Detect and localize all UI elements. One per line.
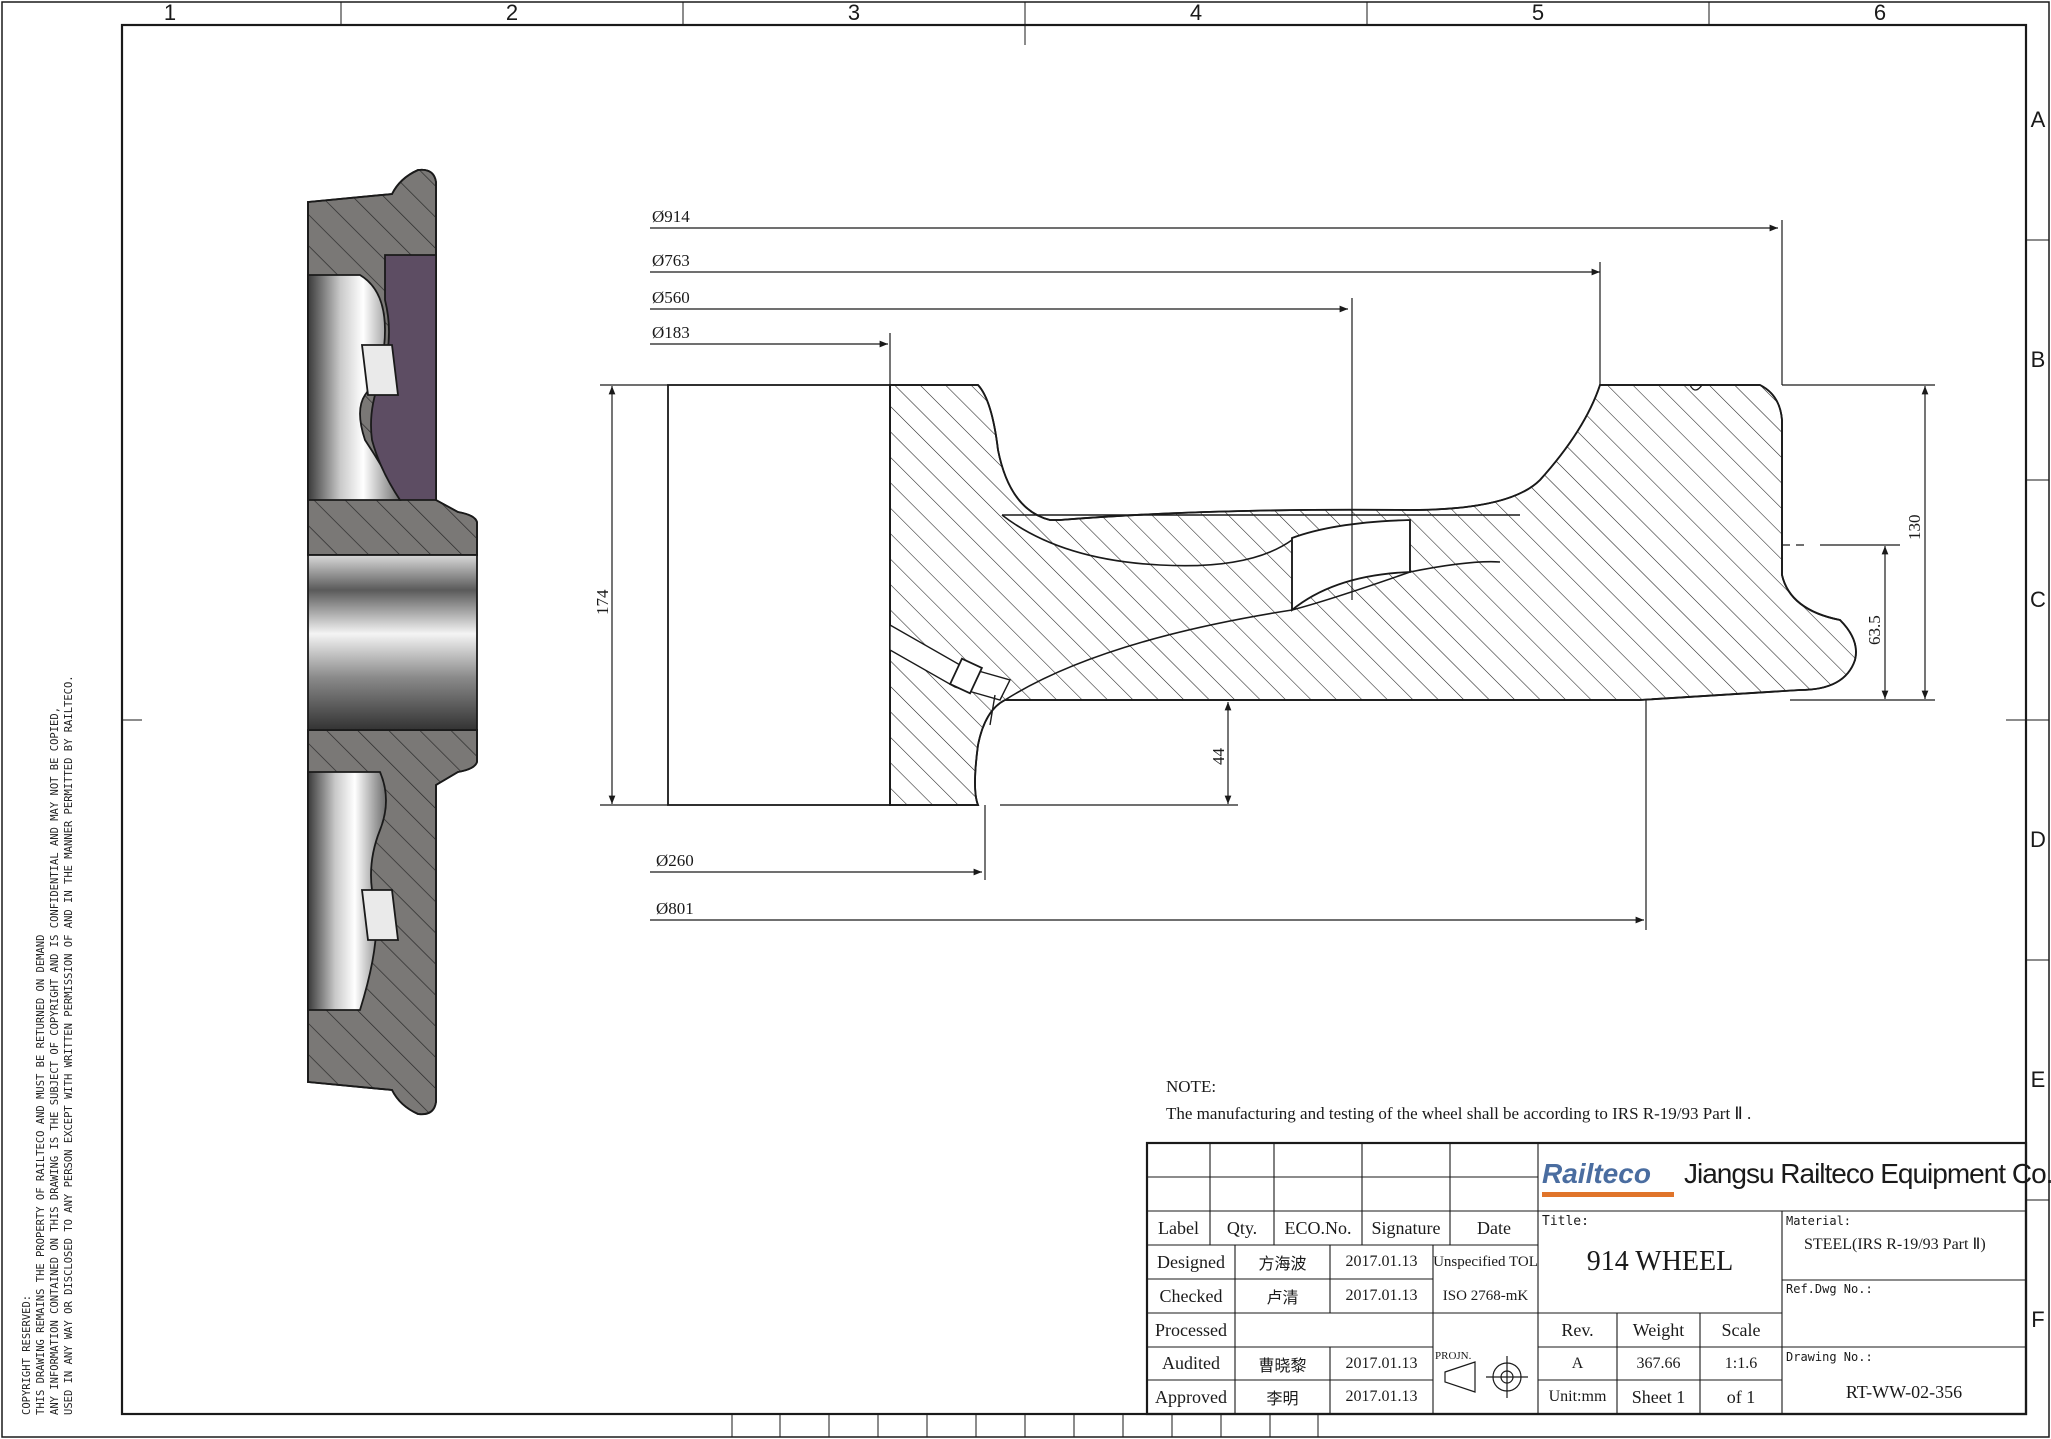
dim-d801: Ø801 [656, 899, 694, 918]
column-label: 2 [506, 0, 518, 25]
row-label: B [2031, 347, 2046, 372]
tb-of: of 1 [1726, 1386, 1756, 1407]
logo-underline-icon [1542, 1192, 1674, 1197]
dim-d183: Ø183 [652, 323, 690, 342]
company-name: Jiangsu Railteco Equipment Co.,LTD [1684, 1158, 2051, 1189]
dim-d260: Ø260 [656, 851, 694, 870]
tb-title-label: Title: [1542, 1214, 1589, 1229]
column-label: 5 [1532, 0, 1544, 25]
wheel-side-view [307, 168, 478, 1116]
column-labels: 1 2 3 4 5 6 [164, 0, 1886, 25]
copyright-line: USED IN ANY WAY OR DISCLOSED TO ANY PERS… [63, 675, 75, 1415]
dimension-labels: Ø914 Ø763 Ø560 Ø183 Ø260 Ø801 174 130 63… [593, 207, 1924, 918]
copyright-line: ANY INFORMATION CONTAINED ON THIS DRAWIN… [49, 706, 61, 1415]
tb-rev: A [1571, 1354, 1584, 1372]
tb-name: 卢清 [1266, 1288, 1299, 1307]
tb-role: Checked [1159, 1285, 1223, 1306]
tb-row-date: 2017.01.13 [1345, 1388, 1418, 1405]
dim-h174: 174 [593, 589, 612, 615]
tb-role: Processed [1155, 1319, 1227, 1340]
projection-symbol-icon [1444, 1356, 1528, 1398]
tb-projection-label: PROJN. [1435, 1350, 1472, 1362]
copyright-line: COPYRIGHT RESERVED: [21, 1294, 33, 1415]
title-block [1145, 1141, 2028, 1416]
drawing-title: 914 WHEEL [1586, 1246, 1734, 1277]
row-label: E [2031, 1067, 2046, 1092]
dimension-lines [600, 220, 1935, 930]
row-label: C [2030, 587, 2046, 612]
tb-signature: Signature [1371, 1217, 1441, 1238]
tb-drawing-no-label: Drawing No.: [1786, 1350, 1873, 1364]
row-label: D [2030, 827, 2046, 852]
tb-material: STEEL(IRS R-19/93 Part Ⅱ) [1804, 1236, 1986, 1253]
tb-unit: Unit:mm [1548, 1388, 1607, 1405]
tb-material-label: Material: [1786, 1214, 1852, 1228]
company-logo: Railteco [1542, 1158, 1651, 1189]
column-label: 6 [1874, 0, 1886, 25]
row-label: A [2031, 107, 2046, 132]
tb-sheet: Sheet 1 [1631, 1386, 1686, 1407]
row-labels: A B C D E F [2030, 107, 2046, 1332]
dim-d560: Ø560 [652, 288, 690, 307]
dim-d763: Ø763 [652, 251, 690, 270]
tb-tolerance-label: Unspecified TOL [1433, 1253, 1538, 1270]
tb-weight: 367.66 [1636, 1354, 1681, 1372]
tb-name: 李明 [1266, 1389, 1299, 1408]
dim-h44: 44 [1209, 748, 1228, 766]
row-label: F [2031, 1307, 2044, 1332]
tb-name: 曹晓黎 [1258, 1355, 1307, 1375]
tb-row-date: 2017.01.13 [1345, 1354, 1418, 1372]
tb-scale-label: Scale [1721, 1319, 1761, 1340]
copyright-line: THIS DRAWING REMAINS THE PROPERTY OF RAI… [35, 934, 47, 1415]
column-label: 4 [1190, 0, 1202, 25]
column-label: 1 [164, 0, 176, 25]
tb-weight-label: Weight [1632, 1319, 1685, 1340]
note-text: The manufacturing and testing of the whe… [1166, 1104, 1751, 1123]
dim-d914: Ø914 [652, 207, 690, 226]
column-label: 3 [848, 0, 860, 25]
tb-role: Audited [1162, 1353, 1220, 1373]
tb-rev-label: Rev. [1561, 1319, 1594, 1340]
tb-eco: ECO.No. [1284, 1217, 1352, 1238]
copyright-notice: COPYRIGHT RESERVED: THIS DRAWING REMAINS… [20, 675, 76, 1415]
tb-tolerance-value: ISO 2768-mK [1442, 1287, 1529, 1304]
tb-role: Designed [1157, 1251, 1225, 1272]
tb-row-date: 2017.01.13 [1345, 1253, 1418, 1270]
tb-drawing-no: RT-WW-02-356 [1845, 1381, 1963, 1402]
wheel-half-section [667, 384, 1857, 806]
tb-row-date: 2017.01.13 [1345, 1287, 1418, 1304]
tb-qty: Qty. [1226, 1217, 1258, 1238]
tb-label: Label [1158, 1217, 1199, 1238]
note-heading: NOTE: [1166, 1077, 1216, 1096]
dim-h130: 130 [1905, 515, 1924, 541]
dim-h63_5: 63.5 [1865, 615, 1884, 645]
tb-scale: 1:1.6 [1724, 1354, 1758, 1372]
tb-name: 方海波 [1258, 1254, 1307, 1273]
tb-date: Date [1477, 1217, 1511, 1238]
tb-ref-label: Ref.Dwg No.: [1786, 1282, 1873, 1296]
note: NOTE: The manufacturing and testing of t… [1166, 1077, 1751, 1123]
tb-role: Approved [1155, 1386, 1227, 1407]
